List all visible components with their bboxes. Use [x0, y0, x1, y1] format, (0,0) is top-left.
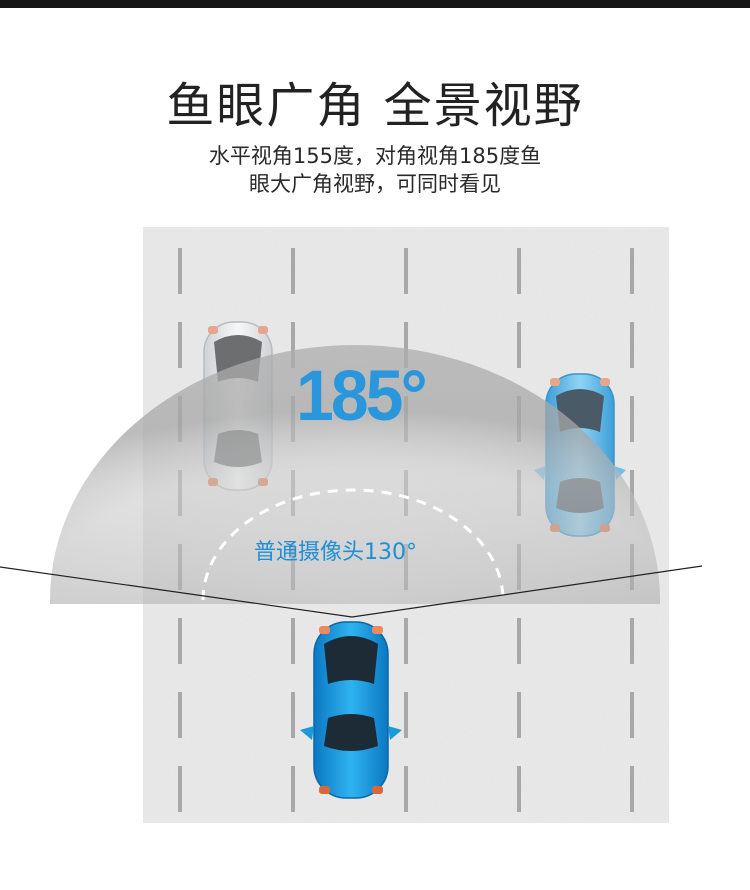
fisheye-coverage-dome	[50, 345, 660, 604]
subtitle-line-2: 眼大广角视野，可同时看见	[249, 172, 501, 196]
lane-lines	[178, 248, 634, 823]
normal-camera-arc	[201, 488, 505, 601]
page-title: 鱼眼广角 全景视野	[166, 78, 584, 134]
blue-car	[300, 621, 402, 799]
top-bar	[0, 0, 750, 8]
page-subtitle: 水平视角155度，对角视角185度鱼 眼大广角视野，可同时看见	[0, 142, 750, 198]
subtitle-line-1: 水平视角155度，对角视角185度鱼	[208, 144, 542, 168]
field-of-view-lines	[0, 565, 703, 618]
fisheye-angle-label: 185°	[296, 356, 428, 436]
normal-camera-label: 普通摄像头130°	[254, 540, 417, 565]
